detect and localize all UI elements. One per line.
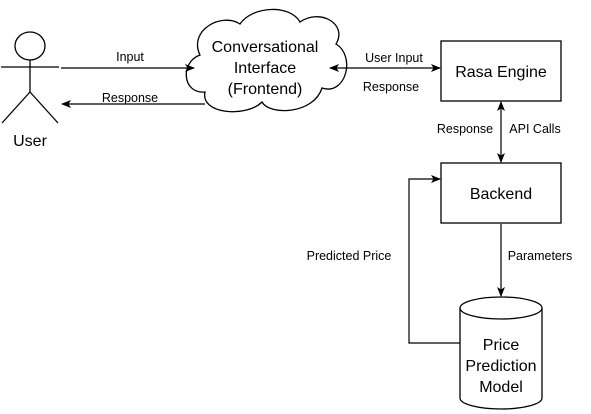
model-cylinder bbox=[459, 296, 543, 410]
frontend-label-line-2: Interface bbox=[234, 60, 296, 77]
edge-label-predicted-price: Predicted Price bbox=[307, 249, 392, 263]
model-cylinder-top bbox=[459, 296, 543, 320]
edge-label-response-from-rasa: Response bbox=[363, 80, 419, 94]
edge-model-to-backend bbox=[408, 175, 460, 344]
user-left-leg bbox=[1, 91, 31, 124]
backend-label: Backend bbox=[470, 186, 532, 203]
model-label-line-1: Price bbox=[483, 337, 520, 354]
frontend-cloud bbox=[185, 8, 348, 113]
backend-box bbox=[440, 162, 562, 224]
model-label-line-3: Model bbox=[479, 379, 523, 396]
edge-label-api-calls: API Calls bbox=[509, 122, 560, 136]
rasa-engine-box bbox=[440, 40, 562, 102]
model-cylinder-body bbox=[459, 308, 543, 410]
user-head bbox=[14, 31, 46, 61]
edge-label-user-input: User Input bbox=[365, 51, 423, 65]
edge-label-parameters: Parameters bbox=[508, 249, 573, 263]
edge-label-response-from-backend: Response bbox=[437, 122, 493, 136]
user-label: User bbox=[13, 133, 47, 150]
frontend-label-line-3: (Frontend) bbox=[228, 81, 303, 98]
user-right-leg bbox=[29, 91, 59, 124]
edge-label-response-to-user: Response bbox=[102, 91, 158, 105]
user-actor bbox=[1, 31, 59, 124]
edge-label-input: Input bbox=[116, 50, 144, 64]
rasa-engine-label: Rasa Engine bbox=[455, 64, 547, 81]
model-label-line-2: Prediction bbox=[465, 358, 536, 375]
frontend-label-line-1: Conversational bbox=[212, 39, 319, 56]
